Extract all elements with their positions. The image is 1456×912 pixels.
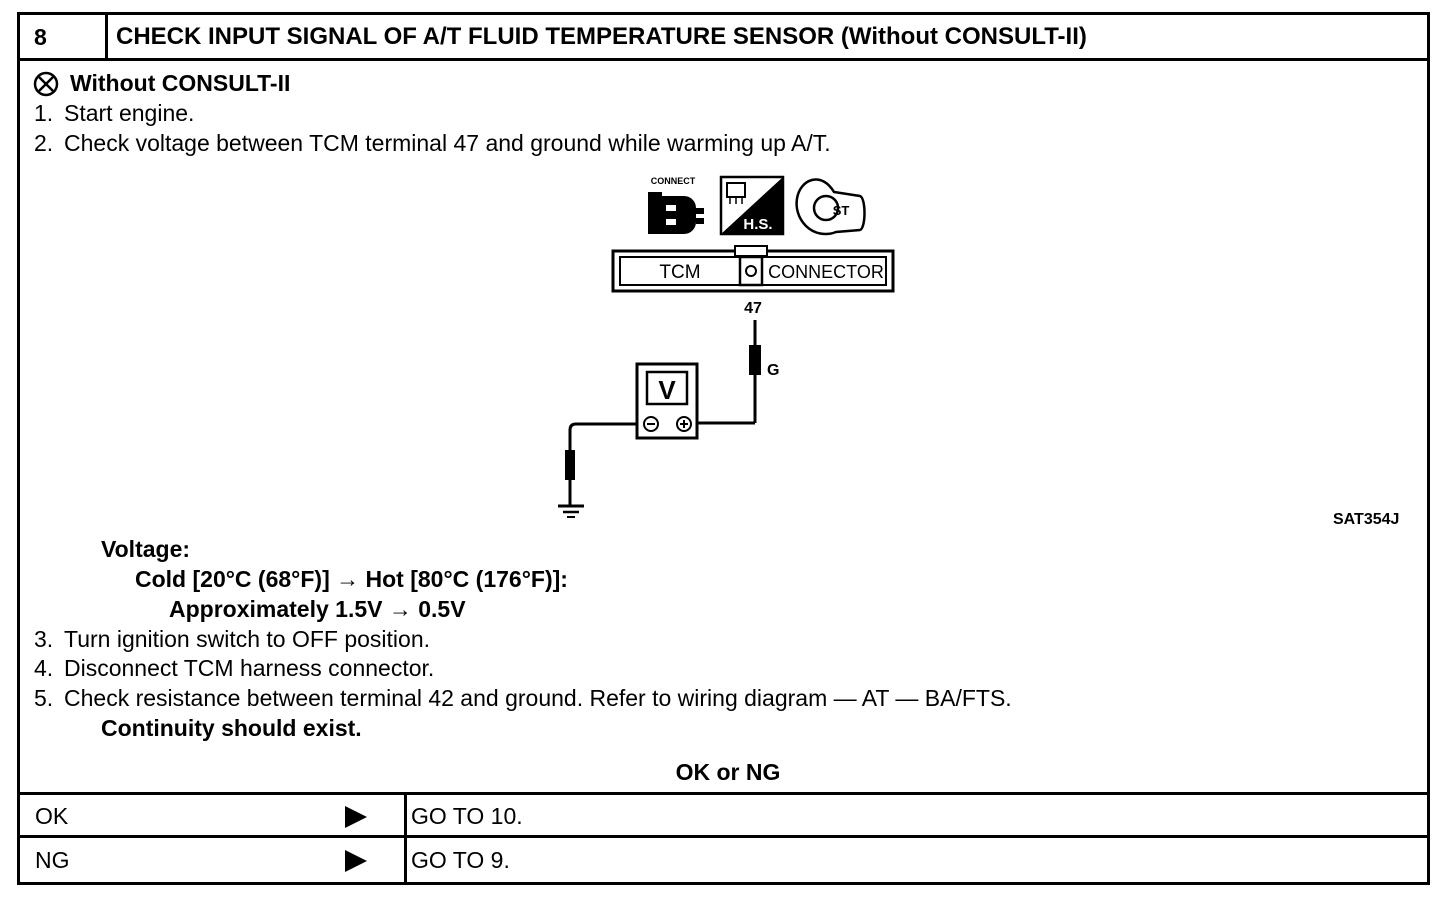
wiring-diagram: CONNECT H.S. ST TCM CONNECTOR 47 G (558, 175, 895, 518)
step-item: 2. Check voltage between TCM terminal 47 … (34, 130, 831, 156)
step-item-number: 5. (34, 685, 54, 711)
spec-label: Voltage: (101, 536, 191, 562)
result-status-ok: OK (35, 803, 69, 829)
arrow-right-icon (345, 806, 367, 828)
step-number: 8 (34, 24, 47, 50)
result-action-ng: GO TO 9. (411, 847, 510, 873)
procedure-frame: 8 CHECK INPUT SIGNAL OF A/T FLUID TEMPER… (17, 12, 1430, 885)
harness-side-icon: H.S. (719, 175, 785, 236)
ignition-start-icon: ST (795, 178, 866, 236)
arrow-right-icon (345, 850, 367, 872)
step-item: 5. Check resistance between terminal 42 a… (34, 685, 1012, 711)
result-action-ok: GO TO 10. (411, 803, 523, 829)
connector-label: CONNECTOR (768, 262, 884, 282)
header-number-divider (105, 15, 108, 58)
spec-condition: Cold [20°C (68°F)] → Hot [80°C (176°F)]: (135, 566, 568, 592)
step-item-text: Check resistance between terminal 42 and… (64, 685, 1012, 711)
section-heading: Without CONSULT-II (70, 70, 291, 96)
voltmeter: V (635, 362, 699, 440)
step-item-number: 2. (34, 130, 54, 156)
step-item: 1. Start engine. (34, 100, 194, 126)
connect-icon-label: CONNECT (651, 176, 696, 186)
header-divider (20, 58, 1427, 61)
step-item-number: 4. (34, 655, 54, 681)
decision-label: OK or NG (675, 759, 781, 785)
st-label: ST (833, 203, 850, 218)
step-item-text: Start engine. (64, 100, 195, 126)
continuity-spec: Continuity should exist. (101, 715, 362, 741)
tcm-connector: TCM CONNECTOR (611, 245, 895, 293)
tcm-label: TCM (659, 262, 700, 283)
step-item: 3. Turn ignition switch to OFF position. (34, 626, 430, 652)
page-title: CHECK INPUT SIGNAL OF A/T FLUID TEMPERAT… (116, 23, 1087, 50)
meter-label: V (658, 375, 676, 405)
step-item-number: 1. (34, 100, 54, 126)
figure-code: SAT354J (1333, 511, 1400, 528)
step-item-number: 3. (34, 626, 54, 652)
hs-label: H.S. (743, 216, 772, 233)
crossed-circle-icon (33, 71, 59, 97)
wire-color-label: G (767, 362, 779, 379)
spec-value: Approximately 1.5V → 0.5V (169, 596, 466, 622)
connect-icon: CONNECT (648, 176, 704, 234)
step-item-text: Disconnect TCM harness connector. (64, 655, 435, 681)
terminal-label: 47 (744, 300, 762, 317)
step-item-text: Check voltage between TCM terminal 47 an… (64, 130, 831, 156)
results-top-divider (20, 792, 1427, 795)
result-status-ng: NG (35, 847, 70, 873)
results-mid-divider (20, 835, 1427, 838)
step-item: 4. Disconnect TCM harness connector. (34, 655, 434, 681)
step-item-text: Turn ignition switch to OFF position. (64, 626, 431, 652)
results-column-divider (404, 792, 407, 885)
